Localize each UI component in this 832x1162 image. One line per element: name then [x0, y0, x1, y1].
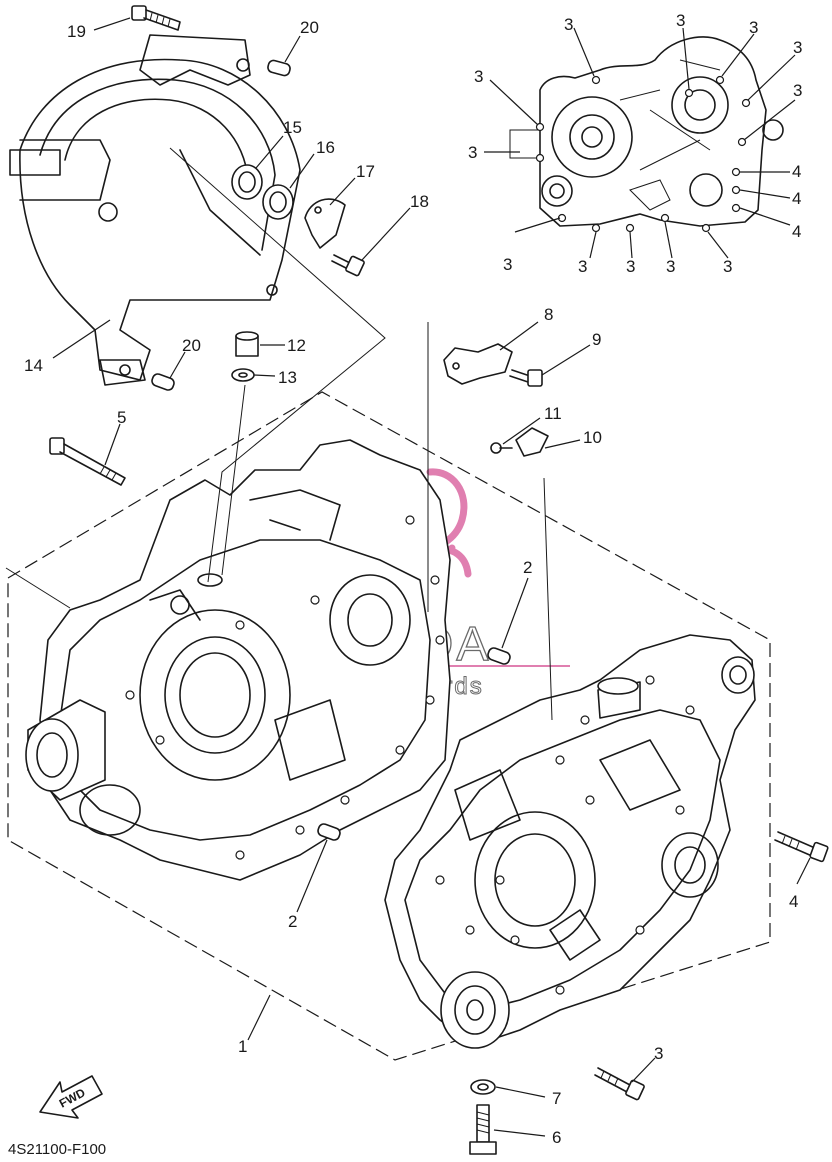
drawing-code: 4S21100-F100	[8, 1141, 106, 1158]
bolt-18	[331, 254, 365, 277]
callout-18: 18	[410, 192, 429, 211]
crankcase-right-half	[384, 634, 756, 1049]
callout-10: 10	[583, 428, 602, 447]
callout-3-ref-10: 3	[626, 257, 635, 276]
callout-3-ref-6: 3	[474, 67, 483, 86]
dowel-pin-2-upper	[487, 647, 511, 665]
retainer-plate-17	[304, 198, 346, 249]
drain-plug-12	[235, 331, 259, 357]
washer-7	[470, 1079, 496, 1095]
bolt-3	[594, 1067, 645, 1101]
callout-3-ref-1: 3	[564, 15, 573, 34]
callout-4-ref-1: 4	[792, 162, 801, 181]
screw-11	[490, 442, 513, 454]
bolt-19	[131, 5, 181, 31]
callout-4-bolt: 4	[789, 892, 798, 911]
callout-7: 7	[552, 1089, 561, 1108]
bracket-8	[443, 343, 513, 385]
left-case-bolt-bosses	[125, 515, 445, 860]
callout-12: 12	[287, 336, 306, 355]
callout-17: 17	[356, 162, 375, 181]
callout-20-lower: 20	[182, 336, 201, 355]
stopper-10	[515, 427, 549, 457]
callout-14: 14	[24, 356, 43, 375]
callout-3-ref-12: 3	[723, 257, 732, 276]
callout-11: 11	[544, 404, 562, 423]
callout-2-lower: 2	[288, 912, 297, 931]
dowel-pin-20-lower	[151, 373, 175, 391]
callout-3-ref-2: 3	[676, 11, 685, 30]
callout-3-ref-7: 3	[468, 143, 477, 162]
callout-3-ref-5: 3	[793, 81, 802, 100]
callout-15: 15	[283, 118, 302, 137]
forward-direction-arrow: FWD	[39, 1075, 103, 1119]
leader-lines	[5, 17, 811, 1137]
callout-3-ref-11: 3	[666, 257, 675, 276]
crankcase-cover	[9, 34, 301, 386]
bolt-6	[469, 1104, 497, 1155]
callout-9: 9	[592, 330, 601, 349]
callout-19: 19	[67, 22, 86, 41]
bolt-5	[49, 437, 126, 486]
bearing-15	[231, 164, 263, 200]
bearing-16	[262, 184, 294, 220]
crankcase-left-half	[25, 439, 451, 881]
bolt-9	[509, 369, 543, 387]
callout-3-bolt: 3	[654, 1044, 663, 1063]
callout-16: 16	[316, 138, 335, 157]
callout-20-upper: 20	[300, 18, 319, 37]
callout-4-ref-3: 4	[792, 222, 801, 241]
callout-8: 8	[544, 305, 553, 324]
callout-labels: 19 20 15 16 17 18 14 20 12 13 5 8 9 11 1…	[24, 11, 802, 1147]
callout-6: 6	[552, 1128, 561, 1147]
callout-3-ref-8: 3	[503, 255, 512, 274]
callout-3-ref-9: 3	[578, 257, 587, 276]
washer-13	[231, 368, 255, 382]
callout-4-ref-2: 4	[792, 189, 801, 208]
callout-5: 5	[117, 408, 126, 427]
callout-1: 1	[238, 1037, 247, 1056]
reference-bolt-holes	[535, 75, 751, 233]
crankcase-assembly-boundary	[7, 391, 771, 1061]
callout-3-ref-4: 3	[793, 38, 802, 57]
callout-2-upper: 2	[523, 558, 532, 577]
callout-13: 13	[278, 368, 297, 387]
dowel-pin-2-lower	[317, 823, 341, 841]
crankcase-outline-reference-view	[509, 36, 784, 233]
right-case-bolt-bosses	[435, 675, 695, 995]
bolt-4	[774, 831, 829, 863]
callout-3-ref-3: 3	[749, 18, 758, 37]
dowel-pin-20-upper	[267, 59, 291, 77]
